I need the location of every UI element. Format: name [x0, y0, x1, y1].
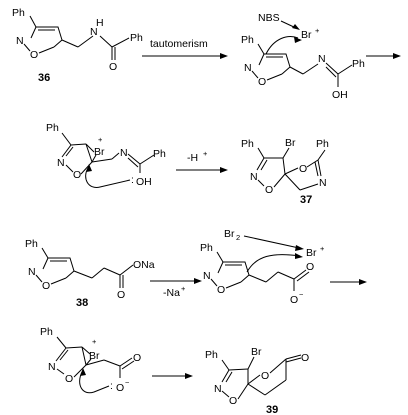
isoxazoline-oxygen-label: O	[73, 169, 81, 181]
lone-pair-colon: :	[131, 174, 134, 186]
isoxazole-oxygen-label: O	[217, 284, 225, 296]
phenyl-label: Ph	[352, 58, 365, 70]
isoxazole-nitrogen-label: N	[244, 62, 252, 74]
bromine-label: Br	[251, 346, 262, 358]
compound-number-38: 38	[76, 297, 88, 309]
bromonium-charge: +	[92, 337, 97, 346]
imine-nitrogen-label: N	[120, 147, 128, 159]
bromonium-label: Br	[301, 29, 312, 41]
lactone-ring-oxygen-label: O	[261, 370, 269, 382]
bromonium-bromine-label: Br	[94, 146, 105, 158]
compound-number-36: 36	[38, 72, 50, 84]
phenyl-label: Ph	[12, 7, 25, 19]
isoxazole-nitrogen-label: N	[203, 270, 211, 282]
bromine-molecule-label: Br	[224, 228, 235, 240]
isoxazoline-nitrogen-label: N	[214, 383, 222, 395]
bromonium-label: Br	[306, 247, 317, 259]
nbs-reagent: NBS Br +	[258, 12, 320, 41]
phenyl-label: Ph	[200, 242, 213, 254]
lactone-carbonyl-oxygen-label: O	[301, 352, 309, 364]
compound-number-37: 37	[300, 194, 312, 206]
isoxazoline-oxygen-label: O	[265, 184, 273, 196]
carbonyl-oxygen-label: O	[306, 261, 314, 273]
arrow-tautomerism: tautomerism	[142, 38, 228, 59]
compound-38-structure: Ph N O ONa O 38	[25, 238, 155, 309]
carboxylate-charge: −	[299, 290, 304, 299]
bromine-molecule-subscript: 2	[236, 233, 240, 242]
phenyl-label: Ph	[153, 148, 166, 160]
isoxazole-oxygen-label: O	[258, 76, 266, 88]
bromonium-intermediate-structure: Ph N O Br + N Ph OH :	[46, 122, 166, 188]
isoxazoline-oxygen-label: O	[65, 373, 73, 385]
deprotonation-label: -H	[187, 152, 198, 164]
bromine-reagent: Br 2 Br +	[224, 228, 325, 259]
compound-36-structure: Ph N O N H O Ph 36	[12, 7, 143, 84]
lone-pair-colon: :	[110, 380, 113, 392]
phenyl-label: Ph	[241, 138, 254, 150]
bromonium-charge: +	[320, 244, 325, 253]
compound-number-39: 39	[266, 404, 278, 415]
sodium-carboxylate-label: ONa	[133, 259, 155, 271]
phenyl-label: Ph	[46, 122, 59, 134]
hydroxyl-label: OH	[332, 89, 348, 101]
bromonium-carboxylate-intermediate-structure: Ph N O Br + O O − :	[40, 326, 141, 394]
imine-nitrogen-label: N	[318, 53, 326, 65]
arrow-row3-continue	[330, 279, 367, 285]
phenyl-label: Ph	[205, 349, 218, 361]
carbonyl-oxygen-label: O	[109, 61, 117, 73]
carboxylate-charge: −	[125, 378, 130, 387]
hydroxyl-label: OH	[136, 176, 152, 188]
tautomerism-label: tautomerism	[150, 38, 208, 50]
isoxazole-nitrogen-label: N	[28, 266, 36, 278]
carbonyl-oxygen-label: O	[117, 289, 125, 301]
carboxylate-oxygen-label: O	[290, 294, 298, 306]
phenyl-label: Ph	[241, 34, 254, 46]
bromine-label: Br	[285, 137, 296, 149]
iminol-tautomer-structure: Ph N O N Ph OH	[241, 34, 365, 101]
amide-nitrogen-label: N	[90, 26, 98, 38]
phenyl-label: Ph	[130, 32, 143, 44]
isoxazole-oxygen-label: O	[30, 49, 38, 61]
carbonyl-oxygen-label: O	[133, 352, 141, 364]
carboxylate-intermediate-structure: Ph N O O O −	[200, 242, 314, 306]
arrow-row1-continue	[366, 53, 401, 59]
oxazoline-nitrogen-label: N	[319, 177, 327, 189]
isoxazole-nitrogen-label: N	[16, 35, 24, 47]
amide-hydrogen-label: H	[96, 17, 104, 29]
oxazoline-oxygen-label: O	[299, 163, 307, 175]
phenyl-label: Ph	[25, 238, 38, 250]
isoxazoline-nitrogen-label: N	[250, 171, 258, 183]
bromonium-bromine-label: Br	[89, 350, 100, 362]
bromonium-charge: +	[98, 135, 103, 144]
isoxazoline-nitrogen-label: N	[57, 157, 65, 169]
bromonium-charge: +	[315, 26, 320, 35]
desodiation-charge: +	[181, 284, 186, 293]
isoxazoline-nitrogen-label: N	[48, 361, 56, 373]
deprotonation-charge: +	[203, 149, 208, 158]
nbs-label: NBS	[258, 12, 280, 24]
compound-39-structure: Ph N O Br O O 39	[205, 346, 309, 415]
desodiation-label: -Na	[163, 287, 180, 299]
isoxazole-oxygen-label: O	[42, 280, 50, 292]
arrow-ring-closure	[152, 373, 193, 379]
arrow-deprotonation: -H +	[176, 149, 228, 173]
compound-37-structure: Ph N O Br O Ph N 37	[241, 137, 329, 206]
phenyl-label: Ph	[316, 138, 329, 150]
arrow-desodiation: -Na +	[150, 278, 202, 299]
isoxazoline-oxygen-label: O	[229, 395, 237, 407]
carboxylate-oxygen-label: O	[116, 382, 124, 394]
phenyl-label: Ph	[40, 326, 53, 338]
